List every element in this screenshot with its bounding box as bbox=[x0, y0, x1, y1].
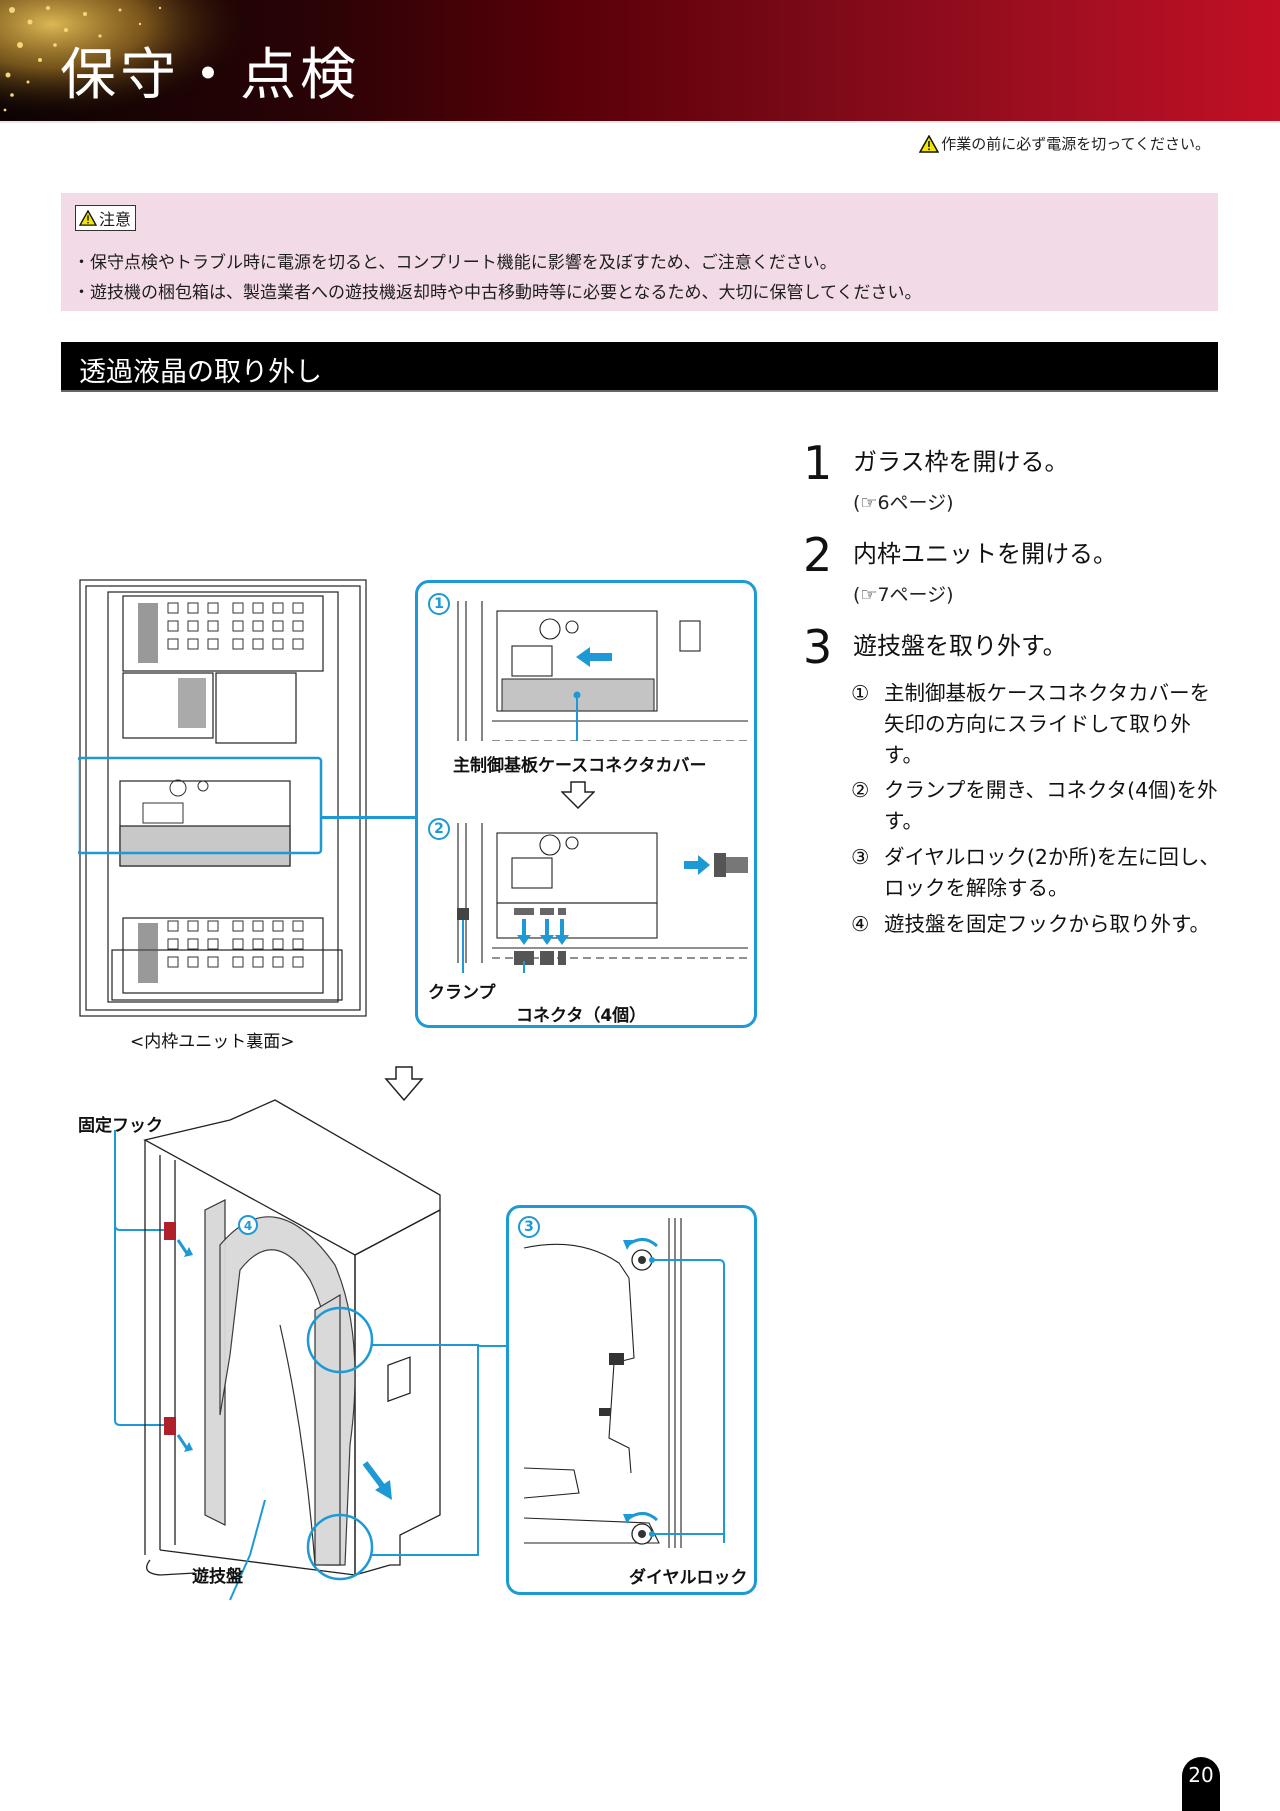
pull-right-arrow-icon bbox=[684, 855, 710, 875]
dial-lock-label: ダイヤルロック bbox=[629, 1568, 748, 1588]
power-off-notice: 作業の前に必ず電源を切ってください。 bbox=[919, 133, 1210, 154]
connector-cover-diagram bbox=[457, 601, 748, 741]
fixed-hook-top bbox=[164, 1222, 176, 1240]
down-arrow-icon bbox=[384, 1066, 424, 1102]
slide-left-arrow-icon bbox=[576, 647, 612, 667]
caution-badge-label: 注意 bbox=[99, 210, 132, 229]
down-arrow-icon bbox=[561, 781, 595, 809]
warning-icon bbox=[79, 210, 97, 226]
section-header: 透過液晶の取り外し bbox=[61, 342, 1218, 392]
callout-number-1: 1 bbox=[428, 593, 450, 615]
substep-marker: ② bbox=[851, 778, 870, 802]
board-leader-line bbox=[229, 1554, 251, 1601]
highlight-box bbox=[78, 756, 323, 855]
step-text: 内枠ユニットを開ける。 bbox=[853, 540, 1117, 568]
dial-lock-diagram bbox=[523, 1218, 725, 1548]
step-number: 2 bbox=[803, 528, 833, 582]
step-text: ガラス枠を開ける。 bbox=[853, 448, 1069, 476]
page-reference-link[interactable]: (☞7ページ) bbox=[853, 584, 954, 606]
substep-marker: ③ bbox=[851, 845, 870, 869]
dial-lock-callout-box: 3 ダイヤルロック bbox=[506, 1205, 757, 1595]
step-number: 1 bbox=[803, 436, 833, 490]
game-board-removal-diagram: 4 bbox=[114, 1099, 479, 1601]
substep-text: ダイヤルロック(2か所)を左に回し、ロックを解除する。 bbox=[884, 845, 1220, 900]
callout-connector-line bbox=[478, 1345, 506, 1347]
step4-marker: 4 bbox=[244, 1219, 252, 1233]
connector-count-label: コネクタ（4個） bbox=[516, 1006, 647, 1026]
warning-icon bbox=[919, 134, 940, 153]
step-number: 3 bbox=[803, 620, 833, 674]
page-title: 保守・点検 bbox=[60, 43, 360, 108]
page-reference-link[interactable]: (☞6ページ) bbox=[853, 492, 954, 514]
callout-number-3: 3 bbox=[518, 1216, 540, 1238]
gold-sparkle-decoration bbox=[0, 0, 260, 121]
header-banner: 保守・点検 bbox=[0, 0, 1280, 121]
power-off-notice-text: 作業の前に必ず電源を切ってください。 bbox=[941, 135, 1210, 153]
connector-cover-label: 主制御基板ケースコネクタカバー bbox=[453, 756, 707, 776]
callout-connector-line bbox=[322, 816, 415, 819]
fixed-hook-bottom bbox=[164, 1417, 176, 1435]
clamp-connector-diagram bbox=[457, 823, 748, 973]
page-number: 20 bbox=[1182, 1757, 1220, 1811]
game-board-label: 遊技盤 bbox=[192, 1567, 243, 1587]
caution-badge: 注意 bbox=[75, 205, 137, 231]
inner-frame-caption: <内枠ユニット裏面> bbox=[130, 1032, 295, 1052]
rotate-left-arrow-icon bbox=[623, 1512, 659, 1524]
substep-marker: ① bbox=[851, 681, 870, 705]
step-text: 遊技盤を取り外す。 bbox=[853, 632, 1067, 660]
callout-number-2: 2 bbox=[428, 818, 450, 840]
fixed-hook-label: 固定フック bbox=[78, 1116, 163, 1136]
substep-text: クランプを開き、コネクタ(4個)を外す。 bbox=[884, 778, 1218, 833]
banner-divider bbox=[0, 121, 1280, 123]
section-title: 透過液晶の取り外し bbox=[79, 357, 322, 388]
caution-line: ・遊技機の梱包箱は、製造業者への遊技機返却時や中古移動時等に必要となるため、大切… bbox=[73, 283, 922, 303]
caution-line: ・保守点検やトラブル時に電源を切ると、コンプリート機能に影響を及ぼすため、ご注意… bbox=[73, 253, 837, 273]
substep-text: 遊技盤を固定フックから取り外す。 bbox=[884, 912, 1210, 936]
caution-box: 注意 ・保守点検やトラブル時に電源を切ると、コンプリート機能に影響を及ぼすため、… bbox=[61, 193, 1218, 311]
clamp-label: クランプ bbox=[428, 983, 496, 1003]
rotate-left-arrow-icon bbox=[623, 1238, 659, 1250]
substep-marker: ④ bbox=[851, 912, 870, 936]
substep-text: 主制御基板ケースコネクタカバーを矢印の方向にスライドして取り外す。 bbox=[884, 681, 1211, 767]
inner-frame-unit-diagram bbox=[78, 579, 367, 1017]
connector-callout-box: 1 主制御基板ケースコネクタカバー 2 bbox=[415, 580, 757, 1028]
pull-down-arrows-icon bbox=[517, 919, 569, 945]
